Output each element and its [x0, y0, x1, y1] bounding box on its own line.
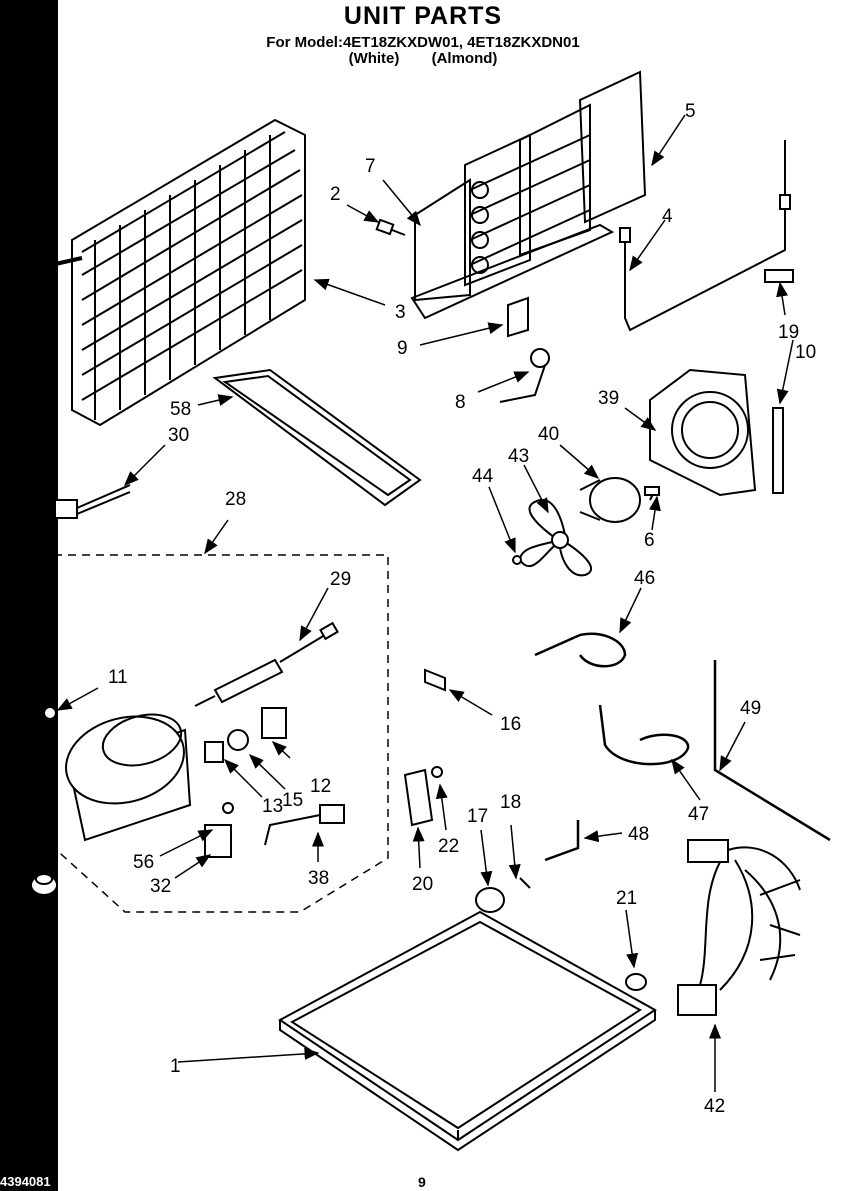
variant-white: (White) — [348, 50, 400, 67]
fan-blade — [512, 498, 593, 577]
callout-47: 47 — [688, 804, 709, 825]
callout-58: 58 — [170, 399, 191, 420]
strip-10 — [772, 407, 784, 494]
callout-6: 6 — [644, 530, 655, 551]
screw-2 — [375, 218, 406, 236]
callout-28: 28 — [225, 489, 246, 510]
callout-30: 30 — [168, 425, 189, 446]
variant-almond: (Almond) — [431, 50, 498, 67]
callout-15: 15 — [282, 790, 303, 811]
screw-11 — [43, 706, 57, 732]
callout-10: 10 — [795, 342, 816, 363]
callout-leaders — [38, 114, 794, 1092]
small-brackets — [403, 668, 531, 889]
callout-44: 44 — [472, 466, 494, 487]
fan-motor — [579, 477, 660, 523]
drain-trough — [212, 368, 422, 507]
callout-2: 2 — [330, 184, 341, 205]
page-number: 9 — [418, 1174, 426, 1190]
callout-48: 48 — [628, 824, 649, 845]
defrost-heater-wire — [619, 140, 794, 332]
hardware-17-21 — [475, 887, 647, 991]
relay-parts — [204, 707, 287, 763]
callout-38: 38 — [308, 868, 329, 889]
document-number: 4394081 — [0, 1174, 51, 1189]
condenser-coil — [19, 118, 306, 427]
refrigerant-tubes — [534, 632, 831, 862]
grommet-14 — [30, 873, 58, 896]
scan-black-edge — [0, 0, 58, 1191]
drier — [194, 621, 339, 707]
compressor — [65, 713, 192, 842]
callout-19: 19 — [778, 322, 799, 343]
drain-tube-8 — [499, 348, 550, 403]
callout-22: 22 — [438, 836, 459, 857]
callout-18: 18 — [500, 792, 521, 813]
base-pan — [278, 910, 657, 1152]
callout-8: 8 — [455, 392, 466, 413]
callout-56: 56 — [133, 852, 154, 873]
callout-21: 21 — [616, 888, 637, 909]
callout-12: 12 — [310, 776, 331, 797]
evaporator-assembly — [410, 70, 647, 320]
callout-16: 16 — [500, 714, 521, 735]
callout-7: 7 — [365, 156, 376, 177]
callout-3: 3 — [395, 302, 406, 323]
callout-13: 13 — [262, 796, 283, 817]
callout-49: 49 — [740, 698, 761, 719]
callout-17: 17 — [467, 806, 488, 827]
callout-9: 9 — [397, 338, 408, 359]
callout-46: 46 — [634, 568, 655, 589]
callout-14: 14 — [33, 982, 55, 1003]
callout-4: 4 — [662, 206, 673, 227]
callout-43: 43 — [508, 446, 529, 467]
compressor-kit-outline — [39, 554, 389, 913]
model-line: For Model:4ET18ZKXDW01, 4ET18ZKXDN01 — [266, 34, 580, 51]
callout-20: 20 — [412, 874, 433, 895]
wiring-harness — [677, 839, 801, 1016]
callout-32: 32 — [150, 876, 171, 897]
callout-42: 42 — [704, 1096, 725, 1117]
callout-11: 11 — [108, 667, 128, 688]
variant-line: (White) (Almond) — [0, 50, 846, 67]
callout-1: 1 — [170, 1056, 181, 1077]
clip-9 — [507, 296, 529, 338]
callout-39: 39 — [598, 388, 619, 409]
callout-40: 40 — [538, 424, 559, 445]
callout-29: 29 — [330, 569, 351, 590]
callout-labels: 1 2 3 4 5 6 7 8 9 10 11 12 13 14 15 16 1… — [33, 101, 816, 1117]
page-title: UNIT PARTS — [343, 2, 503, 30]
power-cord — [54, 484, 131, 519]
callout-5: 5 — [685, 101, 696, 122]
fan-shroud — [649, 368, 757, 497]
